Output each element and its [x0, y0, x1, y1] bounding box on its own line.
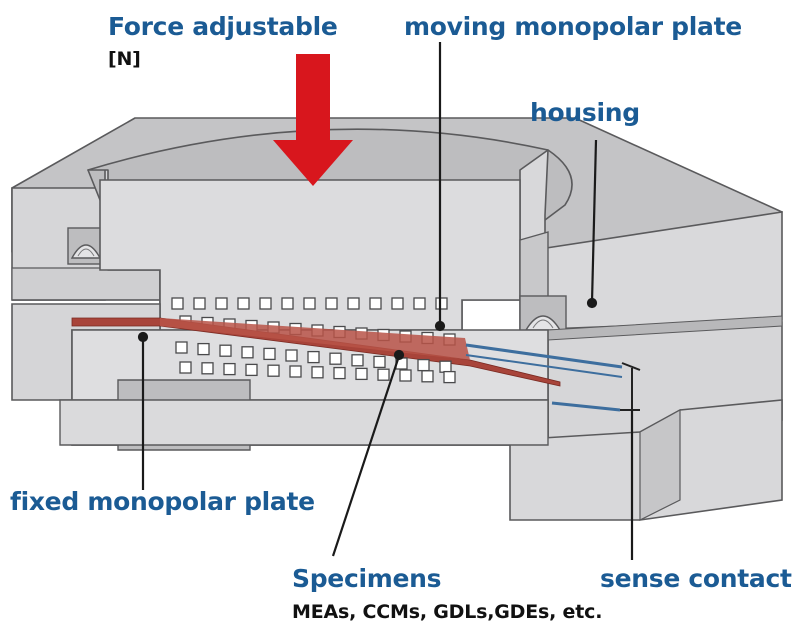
moving-plate-step	[519, 231, 549, 301]
flow-channel-rib	[377, 368, 390, 381]
flow-channel-rib	[303, 297, 316, 310]
flow-channel-rib	[413, 297, 426, 310]
flow-channel-rib	[281, 297, 294, 310]
flow-channel-rib	[219, 344, 232, 357]
flow-channel-rib	[329, 352, 342, 365]
lower-flow-field	[175, 341, 456, 384]
flow-channel-rib	[311, 366, 324, 379]
flow-channel-rib	[435, 297, 448, 310]
flow-channel-rib	[307, 350, 320, 364]
flow-channel-rib	[237, 297, 250, 310]
force-adjustable-label: Force adjustable	[108, 12, 338, 41]
lower-base	[59, 399, 549, 446]
flow-channel-rib	[369, 297, 382, 310]
left-seal-groove	[67, 227, 105, 265]
flow-channel-rib	[245, 363, 258, 377]
lower-housing	[11, 299, 783, 521]
flow-channel-rib	[201, 362, 214, 375]
moving-plate-label: moving monopolar plate	[404, 12, 742, 41]
flow-channel-rib	[263, 347, 276, 361]
moving-plate	[87, 128, 573, 331]
flow-channel-rib	[355, 367, 368, 381]
leader-lines	[137, 42, 634, 560]
flow-channel-rib	[197, 342, 210, 356]
force-arrow	[273, 54, 353, 186]
flow-channel-rib	[179, 361, 192, 374]
specimen-layer	[71, 317, 561, 387]
flow-channel-rib	[175, 341, 188, 354]
flow-channel-rib	[391, 297, 404, 310]
flow-channel-rib	[193, 297, 206, 310]
flow-channel-rib	[259, 297, 272, 310]
specimens-label: Specimens	[292, 564, 442, 593]
flow-channel-rib	[347, 297, 360, 310]
flow-channel-rib	[373, 355, 386, 369]
flow-channel-rib	[223, 362, 236, 376]
flow-channel-rib	[399, 369, 412, 382]
sense-contact-label: sense contact	[600, 564, 792, 593]
flow-channel-rib	[443, 370, 456, 384]
flow-channel-rib	[215, 297, 228, 310]
flow-channel-rib	[333, 366, 346, 380]
right-seal-groove	[519, 295, 567, 335]
flow-channel-rib	[421, 370, 434, 383]
flow-channel-rib	[241, 346, 254, 359]
flow-channel-rib	[325, 297, 338, 310]
flow-channel-rib	[439, 360, 452, 373]
upper-housing-skirt	[11, 267, 161, 301]
flow-channel-rib	[351, 354, 364, 367]
fixed-plate-label: fixed monopolar plate	[10, 487, 315, 516]
flow-channel-rib	[289, 365, 302, 378]
sense-contact-lines	[465, 343, 641, 412]
force-unit-label: [N]	[108, 48, 141, 70]
flow-channel-rib	[285, 349, 298, 362]
flow-channel-rib	[267, 364, 280, 377]
flow-channel-rib	[417, 358, 430, 372]
specimens-examples-label: MEAs, CCMs, GDLs,GDEs, etc.	[292, 601, 603, 623]
flow-channel-rib	[171, 297, 184, 310]
housing-label: housing	[530, 98, 640, 127]
